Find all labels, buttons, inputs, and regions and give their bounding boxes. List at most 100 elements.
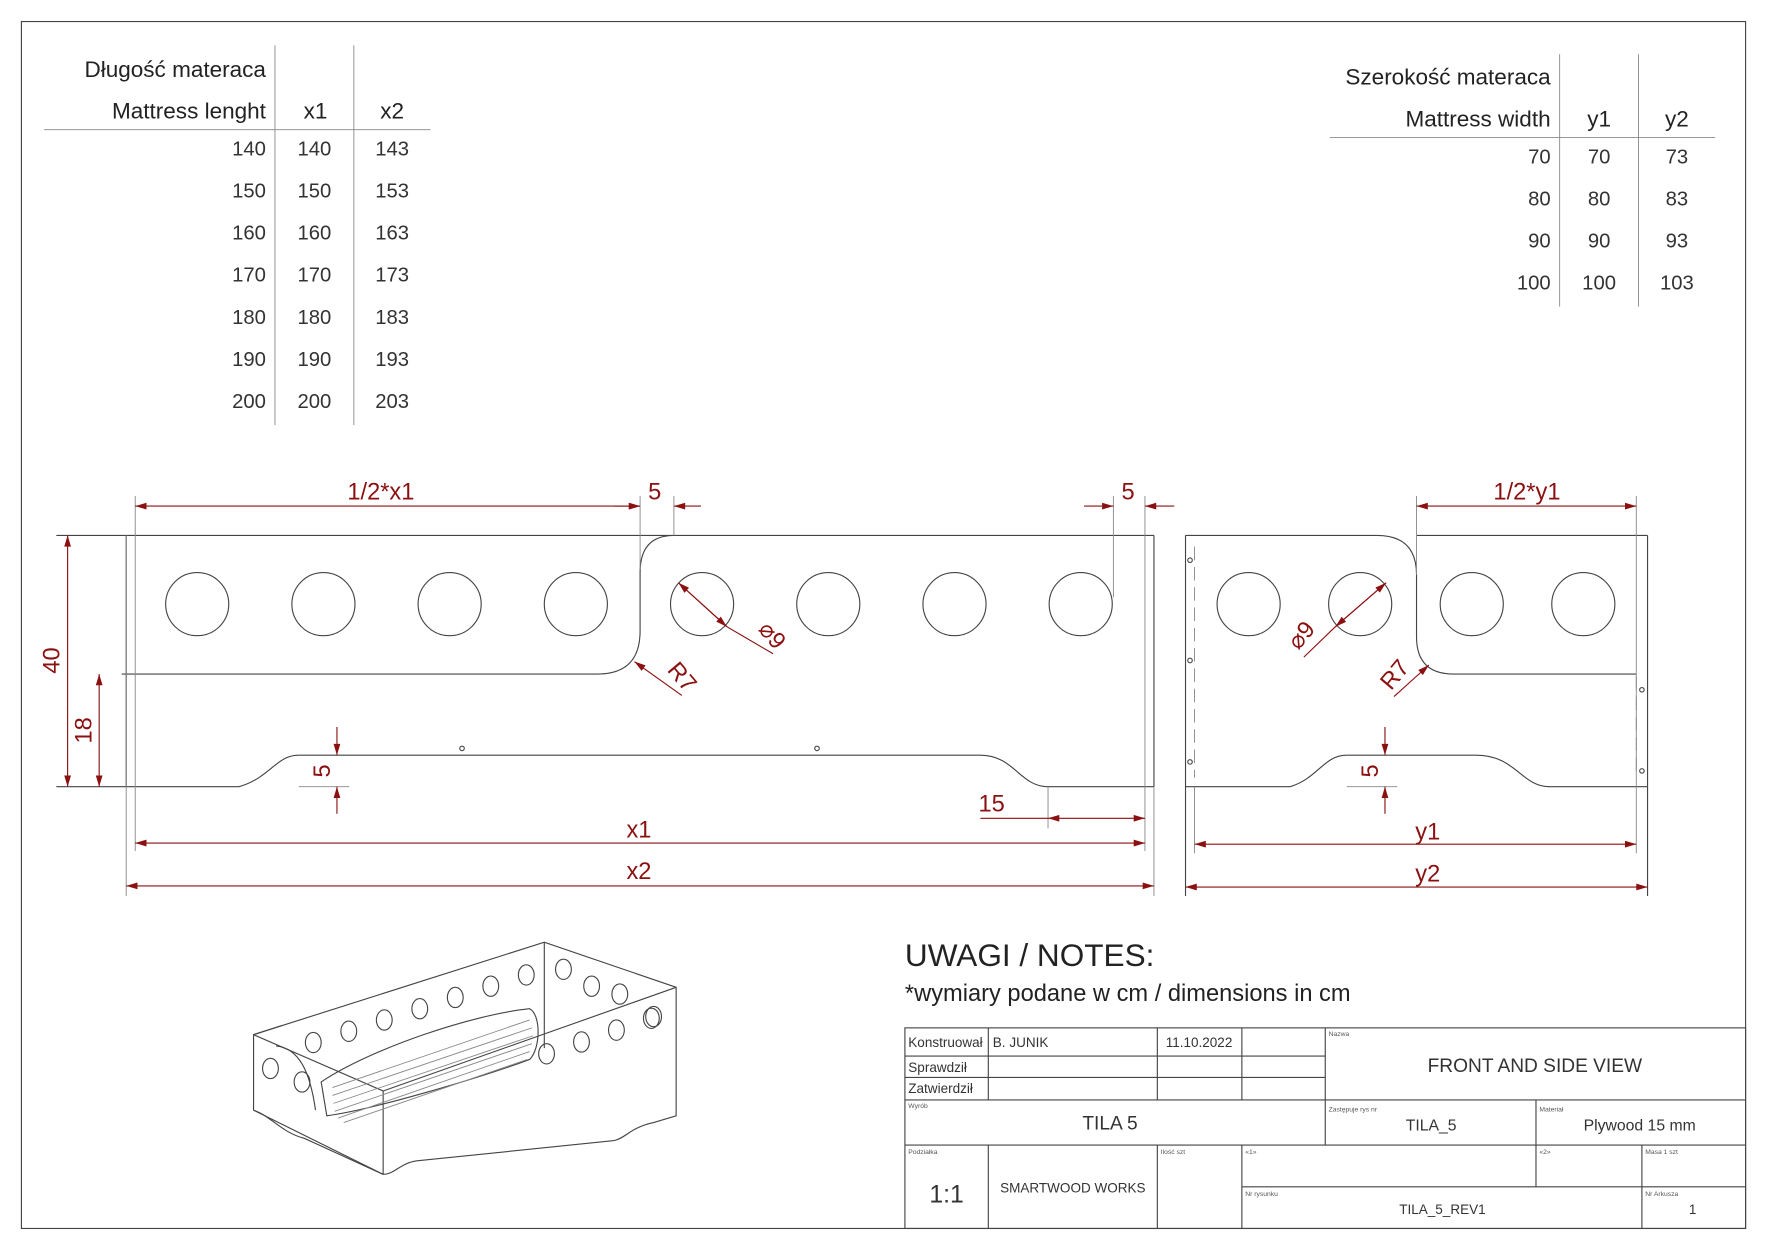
side-panel-outline [1184, 534, 1649, 897]
notes-title: UWAGI / NOTES: [905, 937, 1154, 973]
hole [482, 975, 500, 997]
masa-label: Masa 1 szt [1645, 1149, 1678, 1156]
hole [642, 1007, 660, 1029]
title-block-grid [904, 1027, 1746, 1229]
width-cell-mattress: 100 [1517, 273, 1551, 295]
length-cell-x2: 143 [375, 139, 409, 161]
ilosc-label: Ilość szt [1161, 1149, 1186, 1156]
width-cell-y2: 103 [1660, 273, 1694, 295]
hole [304, 1031, 322, 1054]
extension-lines [1194, 495, 1637, 854]
length-cell-x2: 163 [375, 223, 409, 245]
hole [411, 998, 429, 1020]
width-cell-mattress: 80 [1528, 189, 1551, 211]
length-header-en: Mattress lenght [112, 98, 267, 123]
field2-label: «2» [1539, 1149, 1551, 1156]
hole [922, 572, 987, 637]
scale: 1:1 [929, 1182, 963, 1209]
width-col-y2: y2 [1665, 106, 1689, 131]
dim-radius-label: R7 [1376, 655, 1415, 695]
dim-half-y1-label: 1/2*y1 [1493, 479, 1560, 505]
length-col-x2: x2 [380, 98, 404, 123]
sprawdzil-label: Sprawdził [908, 1060, 967, 1075]
dim-hole-leader [726, 626, 774, 655]
width-header-en: Mattress width [1405, 106, 1550, 131]
width-cell-mattress: 90 [1528, 231, 1551, 253]
width-cell-mattress: 70 [1528, 147, 1551, 169]
hole [375, 1009, 393, 1031]
hole [645, 1005, 663, 1028]
hidden-lines [1194, 546, 1637, 778]
length-cell-x1: 200 [298, 391, 332, 413]
dim-hole-diameter [678, 582, 728, 628]
dim-foot-label: 15 [979, 792, 1005, 818]
hole [517, 964, 535, 986]
dim-lower-height-label: 18 [71, 717, 97, 743]
length-cell-mattress: 170 [232, 265, 266, 287]
dim-radius [634, 661, 683, 696]
length-cell-mattress: 190 [232, 349, 266, 371]
screw-hole [814, 745, 820, 752]
dim-half-x1-label: 1/2*x1 [347, 479, 414, 505]
width-header-pl: Szerokość materaca [1345, 65, 1551, 90]
product-name: TILA 5 [1082, 1113, 1137, 1134]
dim-hole-diameter-label: ⌀9 [753, 617, 791, 655]
hole [291, 572, 356, 637]
hole [555, 958, 572, 980]
hole [446, 986, 464, 1009]
length-cell-x1: 170 [298, 265, 332, 287]
field1-label: «1» [1245, 1149, 1257, 1156]
hole [607, 1019, 625, 1041]
width-cell-y1: 90 [1588, 231, 1611, 253]
sheet-frame [20, 20, 1747, 1230]
dim-y2-label: y2 [1415, 861, 1440, 887]
screw-hole [1187, 557, 1193, 564]
dim-hole-leader [1303, 626, 1336, 658]
podzialka-label: Podziałka [908, 1149, 938, 1156]
screw-hole [1187, 657, 1193, 664]
hole [583, 975, 601, 997]
side-holes [1216, 572, 1616, 637]
hole [1216, 572, 1281, 637]
isometric-bed-view [252, 941, 677, 1175]
wyrob-label: Wyrób [908, 1103, 928, 1110]
length-cell-x1: 150 [298, 181, 332, 203]
length-col-x1: x1 [304, 98, 328, 123]
dim-radius [1393, 664, 1430, 697]
dim-hole-diameter-label: ⌀9 [1283, 617, 1321, 655]
length-cell-x2: 173 [375, 265, 409, 287]
drawing-number: TILA_5_REV1 [1399, 1202, 1485, 1217]
konstruowal-name: B. JUNIK [993, 1035, 1049, 1050]
length-cell-x1: 190 [298, 349, 332, 371]
width-cell-y2: 93 [1666, 231, 1689, 253]
dim-cutout-label: 5 [1358, 764, 1384, 777]
konstruowal-label: Konstruował [908, 1035, 982, 1050]
hole [796, 572, 861, 637]
length-cell-x1: 160 [298, 223, 332, 245]
side-view: 1/2*y1 5 y1 y2 ⌀9 R7 [1184, 479, 1649, 897]
dim-x2-label: x2 [626, 859, 651, 885]
hole [543, 572, 608, 637]
front-panel-outline [56, 534, 1155, 788]
width-cell-y1: 70 [1588, 147, 1611, 169]
dim-offset-left-label: 5 [648, 479, 661, 505]
dim-x1-label: x1 [626, 817, 651, 843]
length-table: Długość materaca Mattress lenght x1 x2 1… [43, 45, 431, 425]
nr-arkusza-label: Nr Arkusza [1645, 1191, 1678, 1198]
length-cell-mattress: 140 [232, 139, 266, 161]
length-cell-x1: 180 [298, 307, 332, 329]
sheet-number: 1 [1689, 1202, 1697, 1217]
drawing-name: FRONT AND SIDE VIEW [1428, 1056, 1642, 1077]
front-view: 1/2*x1 5 5 40 18 5 15 x1 x2 ⌀9 R7 [40, 479, 1175, 897]
hole [340, 1020, 358, 1042]
date: 11.10.2022 [1166, 1035, 1233, 1050]
length-cell-x2: 193 [375, 349, 409, 371]
hole [1439, 572, 1504, 637]
extension-lines [125, 495, 1155, 897]
length-header-pl: Długość materaca [84, 57, 266, 82]
length-cell-mattress: 200 [232, 391, 266, 413]
notes-text: *wymiary podane w cm / dimensions in cm [905, 981, 1351, 1007]
screw-hole [1639, 768, 1645, 774]
material: Plywood 15 mm [1584, 1117, 1696, 1134]
